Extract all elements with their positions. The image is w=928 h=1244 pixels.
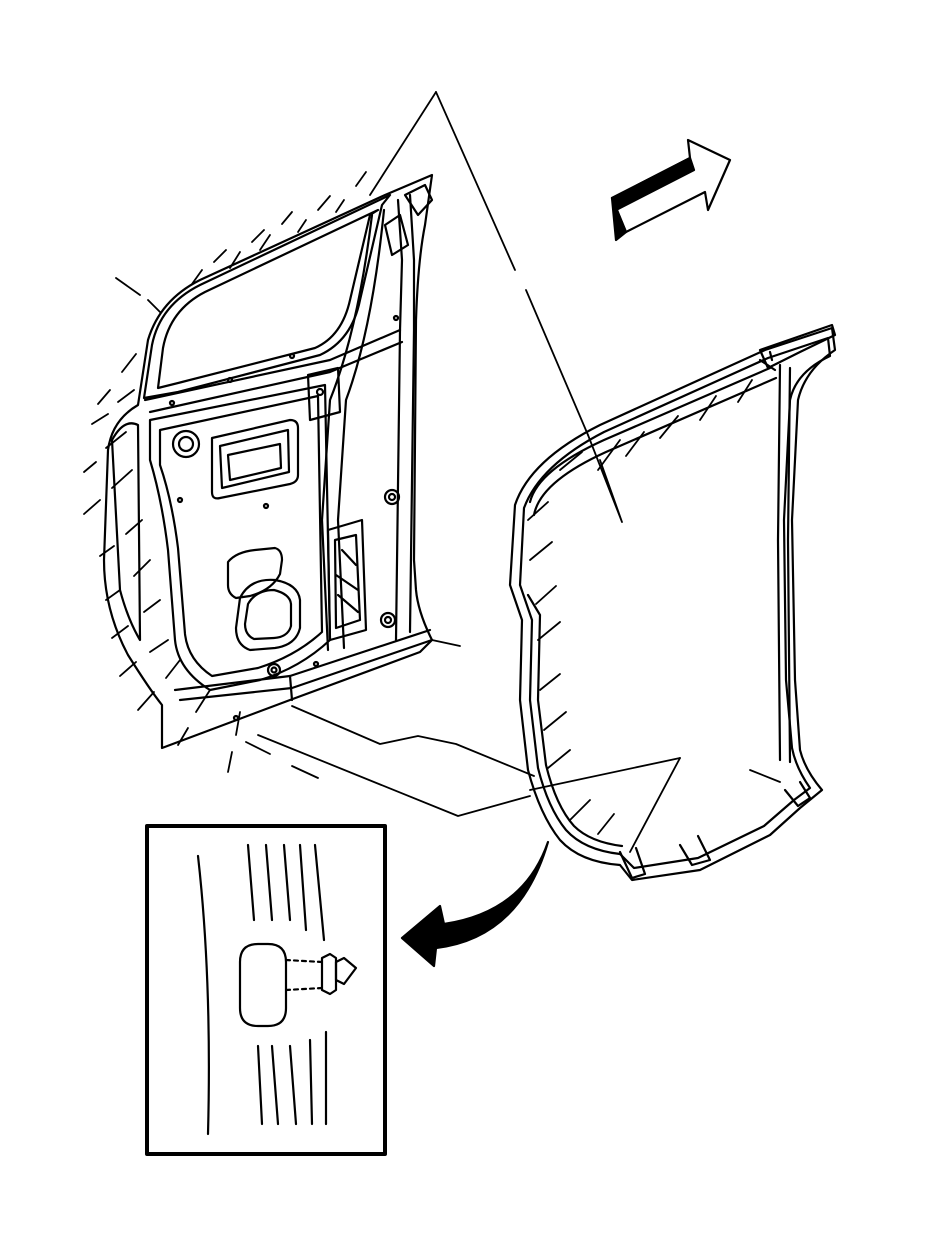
door-frame (102, 173, 434, 750)
front-of-vehicle-arrow (610, 138, 732, 242)
leader-lines (83, 91, 781, 853)
retainer-clip-detail (145, 824, 387, 1156)
door-weatherstrip (508, 323, 837, 882)
curved-callout-arrow (400, 840, 550, 968)
